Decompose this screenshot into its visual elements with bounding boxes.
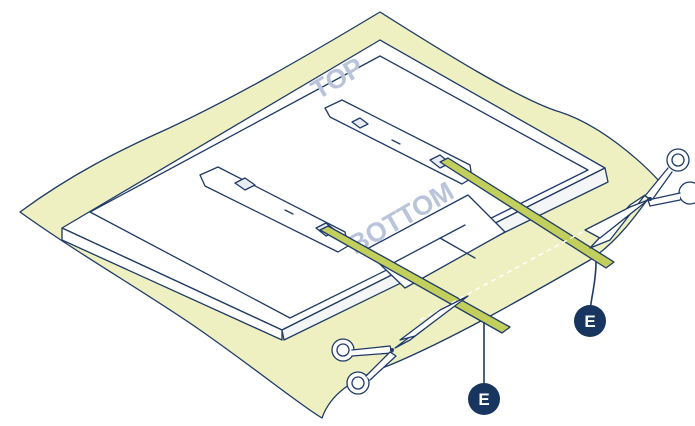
scissors-icon xyxy=(331,295,469,395)
strap-upper xyxy=(439,157,615,269)
stand-recess-inner xyxy=(394,224,476,263)
callout-e-right: E xyxy=(574,261,606,337)
scissors-icon xyxy=(584,148,695,249)
tv-panel-side-bottom xyxy=(61,227,283,341)
tv-panel-rim xyxy=(89,55,589,319)
cut-line xyxy=(419,197,646,321)
callout-letter: E xyxy=(478,390,489,409)
callout-letter: E xyxy=(584,312,595,331)
callout-e-left: E xyxy=(468,321,500,415)
strap-lower xyxy=(319,225,511,334)
